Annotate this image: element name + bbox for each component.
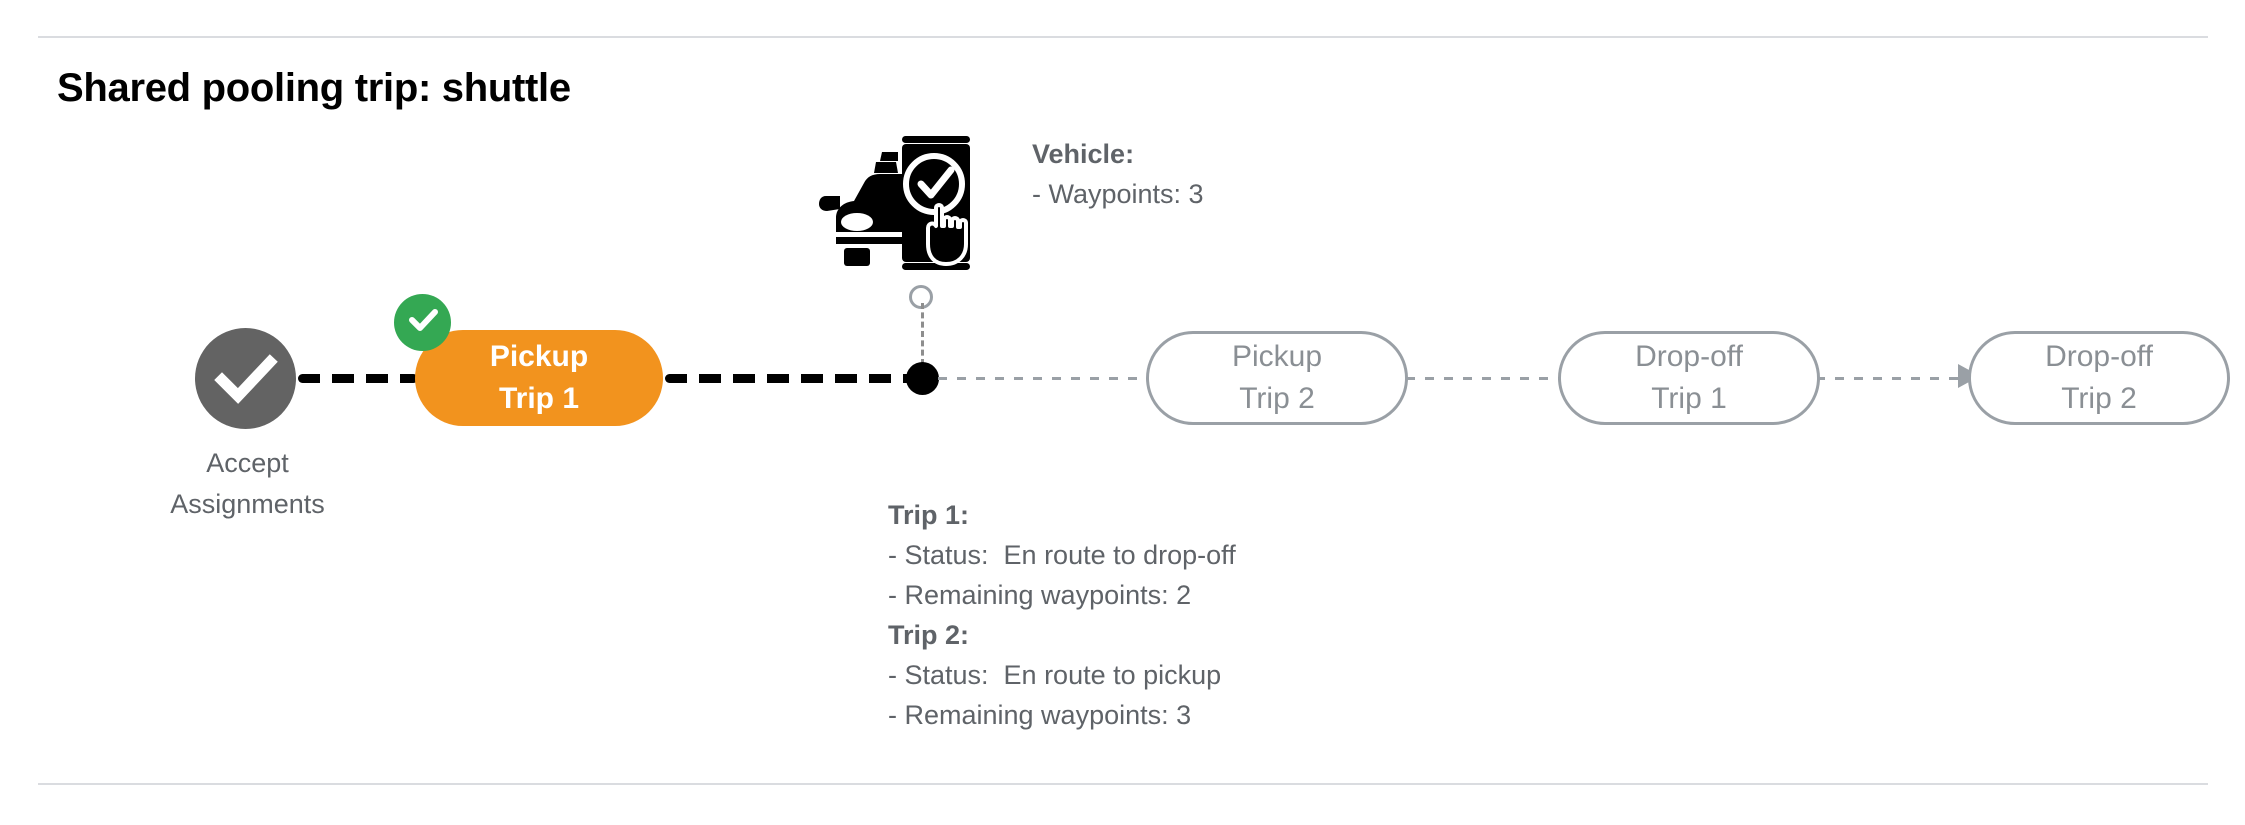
node-dropoff-trip-2[interactable]: Drop-off Trip 2 — [1968, 331, 2230, 425]
vehicle-annotation-heading-colon: : — [1125, 139, 1135, 169]
trips-annotation: Trip 1: - Status: En route to drop-off -… — [888, 495, 1236, 735]
trip-1-annotation: Trip 1: - Status: En route to drop-off -… — [888, 495, 1236, 615]
node-pickup-trip-1-line-2: Trip 1 — [498, 382, 580, 415]
vehicle-annotation-line-1: - Waypoints: 3 — [1032, 179, 1204, 209]
node-dropoff-trip-1-line-2: Trip 1 — [1651, 382, 1727, 415]
node-pickup-trip-2[interactable]: Pickup Trip 2 — [1146, 331, 1408, 425]
connector-dropoff-trip-1-to-dropoff-trip-2 — [1816, 377, 1971, 380]
trip-1-status: - Status: En route to drop-off — [888, 540, 1236, 570]
vehicle-leader-line — [921, 303, 924, 365]
node-pickup-trip-2-line-2: Trip 2 — [1239, 382, 1315, 415]
page-title: Shared pooling trip: shuttle — [57, 66, 571, 110]
current-location-dot — [906, 362, 939, 395]
connector-current-to-pickup-trip-2 — [938, 377, 1148, 380]
check-circle-icon — [195, 328, 296, 429]
trip-2-heading: Trip 2: — [888, 615, 1236, 655]
node-dropoff-trip-1-line-1: Drop-off — [1635, 340, 1743, 373]
vehicle-annotation-heading-text: Vehicle — [1032, 139, 1126, 169]
node-pickup-trip-2-line-1: Pickup — [1231, 340, 1323, 373]
trip-2-heading-colon: : — [960, 620, 970, 650]
trip-1-heading: Trip 1: — [888, 495, 1236, 535]
start-node-label-line-2: Assignments — [170, 489, 325, 519]
node-dropoff-trip-2-line-2: Trip 2 — [2061, 382, 2137, 415]
start-node-label-line-1: Accept — [206, 448, 289, 478]
trip-2-status: - Status: En route to pickup — [888, 660, 1222, 690]
node-pickup-trip-1-line-1: Pickup — [489, 340, 589, 373]
start-node-label: Accept Assignments — [150, 443, 345, 525]
node-dropoff-trip-1[interactable]: Drop-off Trip 1 — [1558, 331, 1820, 425]
top-divider — [38, 36, 2208, 38]
connector-start-to-pickup-trip-1 — [298, 374, 418, 383]
connector-pickup-trip-2-to-dropoff-trip-1 — [1406, 377, 1560, 380]
node-dropoff-trip-2-line-1: Drop-off — [2045, 340, 2153, 373]
vehicle-with-phone-check-icon — [818, 122, 978, 282]
trip-2-heading-text: Trip 2 — [888, 620, 961, 650]
connector-pickup-trip-1-to-current — [665, 374, 920, 383]
trip-1-heading-colon: : — [960, 500, 970, 530]
trip-1-remaining-waypoints: - Remaining waypoints: 2 — [888, 580, 1192, 610]
trip-2-remaining-waypoints: - Remaining waypoints: 3 — [888, 700, 1192, 730]
vehicle-annotation-heading: Vehicle: — [1032, 134, 1204, 174]
vehicle-annotation: Vehicle: - Waypoints: 3 — [1032, 134, 1204, 214]
trip-1-heading-text: Trip 1 — [888, 500, 961, 530]
completed-check-badge — [394, 294, 451, 351]
bottom-divider — [38, 783, 2208, 785]
node-pickup-trip-1[interactable]: Pickup Trip 1 — [415, 330, 663, 426]
trip-2-annotation: Trip 2: - Status: En route to pickup - R… — [888, 615, 1236, 735]
start-node-accept-assignments[interactable] — [195, 328, 296, 429]
check-icon — [403, 300, 443, 345]
